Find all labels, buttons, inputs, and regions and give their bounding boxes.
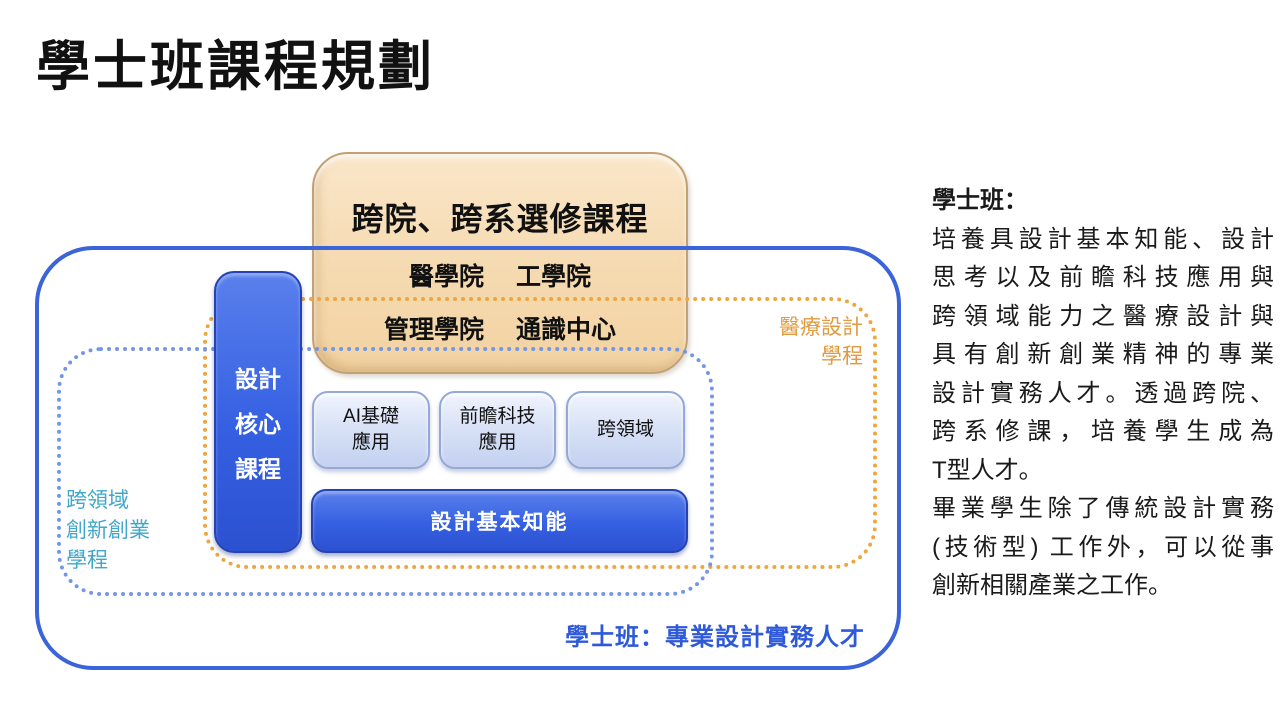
description-line: 跨系修課，培養學生成為 bbox=[932, 418, 1274, 445]
cross-domain-program-outline bbox=[57, 347, 714, 596]
bachelor-program-outline bbox=[35, 246, 901, 670]
description-line: 跨領域能力之醫療設計與 bbox=[932, 302, 1274, 330]
medical-design-program-label: 醫療設計 學程 bbox=[779, 316, 863, 368]
description-heading: 學士班： bbox=[932, 187, 1028, 214]
description-line: 思考以及前瞻科技應用與 bbox=[932, 264, 1274, 291]
description-line: 設計實務人才。透過跨院、 bbox=[932, 379, 1274, 407]
description-line: 具有創新創業精神的專業 bbox=[932, 341, 1274, 368]
elective-box-title: 跨院、跨系選修課程 bbox=[351, 201, 649, 237]
college-row-2: 管理學院 通識中心 bbox=[314, 310, 686, 346]
skill-box-advanced-tech: 前瞻科技 應用 bbox=[439, 391, 556, 469]
skill-box-ai-basics: AI基礎 應用 bbox=[312, 391, 430, 469]
college-row-1: 醫學院 工學院 bbox=[314, 257, 686, 293]
college-management: 管理學院 bbox=[383, 316, 484, 344]
description-line: 畢業學生除了傳統設計實務 bbox=[932, 495, 1274, 522]
medical-design-program-outline bbox=[203, 297, 877, 569]
elective-courses-box: 跨院、跨系選修課程 醫學院 工學院 管理學院 通識中心 bbox=[312, 152, 688, 374]
college-general-education: 通識中心 bbox=[516, 316, 617, 344]
college-engineering: 工學院 bbox=[516, 263, 592, 291]
cross-domain-program-label: 跨領域 創新創業 學程 bbox=[66, 489, 150, 572]
skill-box-cross-domain: 跨領域 bbox=[566, 391, 685, 469]
description-panel: 學士班： 培養具設計基本知能、設計 思考以及前瞻科技應用與 跨領域能力之醫療設計… bbox=[932, 182, 1274, 606]
description-line: (技術型) 工作外，可以從事 bbox=[932, 533, 1274, 561]
description-line: 創新相關產業之工作。 bbox=[932, 572, 1172, 599]
design-core-course-box: 設計 核心 課程 bbox=[214, 271, 302, 553]
design-fundamentals-bar: 設計基本知能 bbox=[311, 489, 688, 553]
slide-title: 學士班課程規劃 bbox=[36, 37, 435, 97]
description-line: T型人才。 bbox=[932, 456, 1043, 484]
description-line: 培養具設計基本知能、設計 bbox=[932, 225, 1274, 253]
college-medical: 醫學院 bbox=[408, 263, 484, 291]
bachelor-goal-label: 學士班：專業設計實務人才 bbox=[565, 624, 865, 651]
